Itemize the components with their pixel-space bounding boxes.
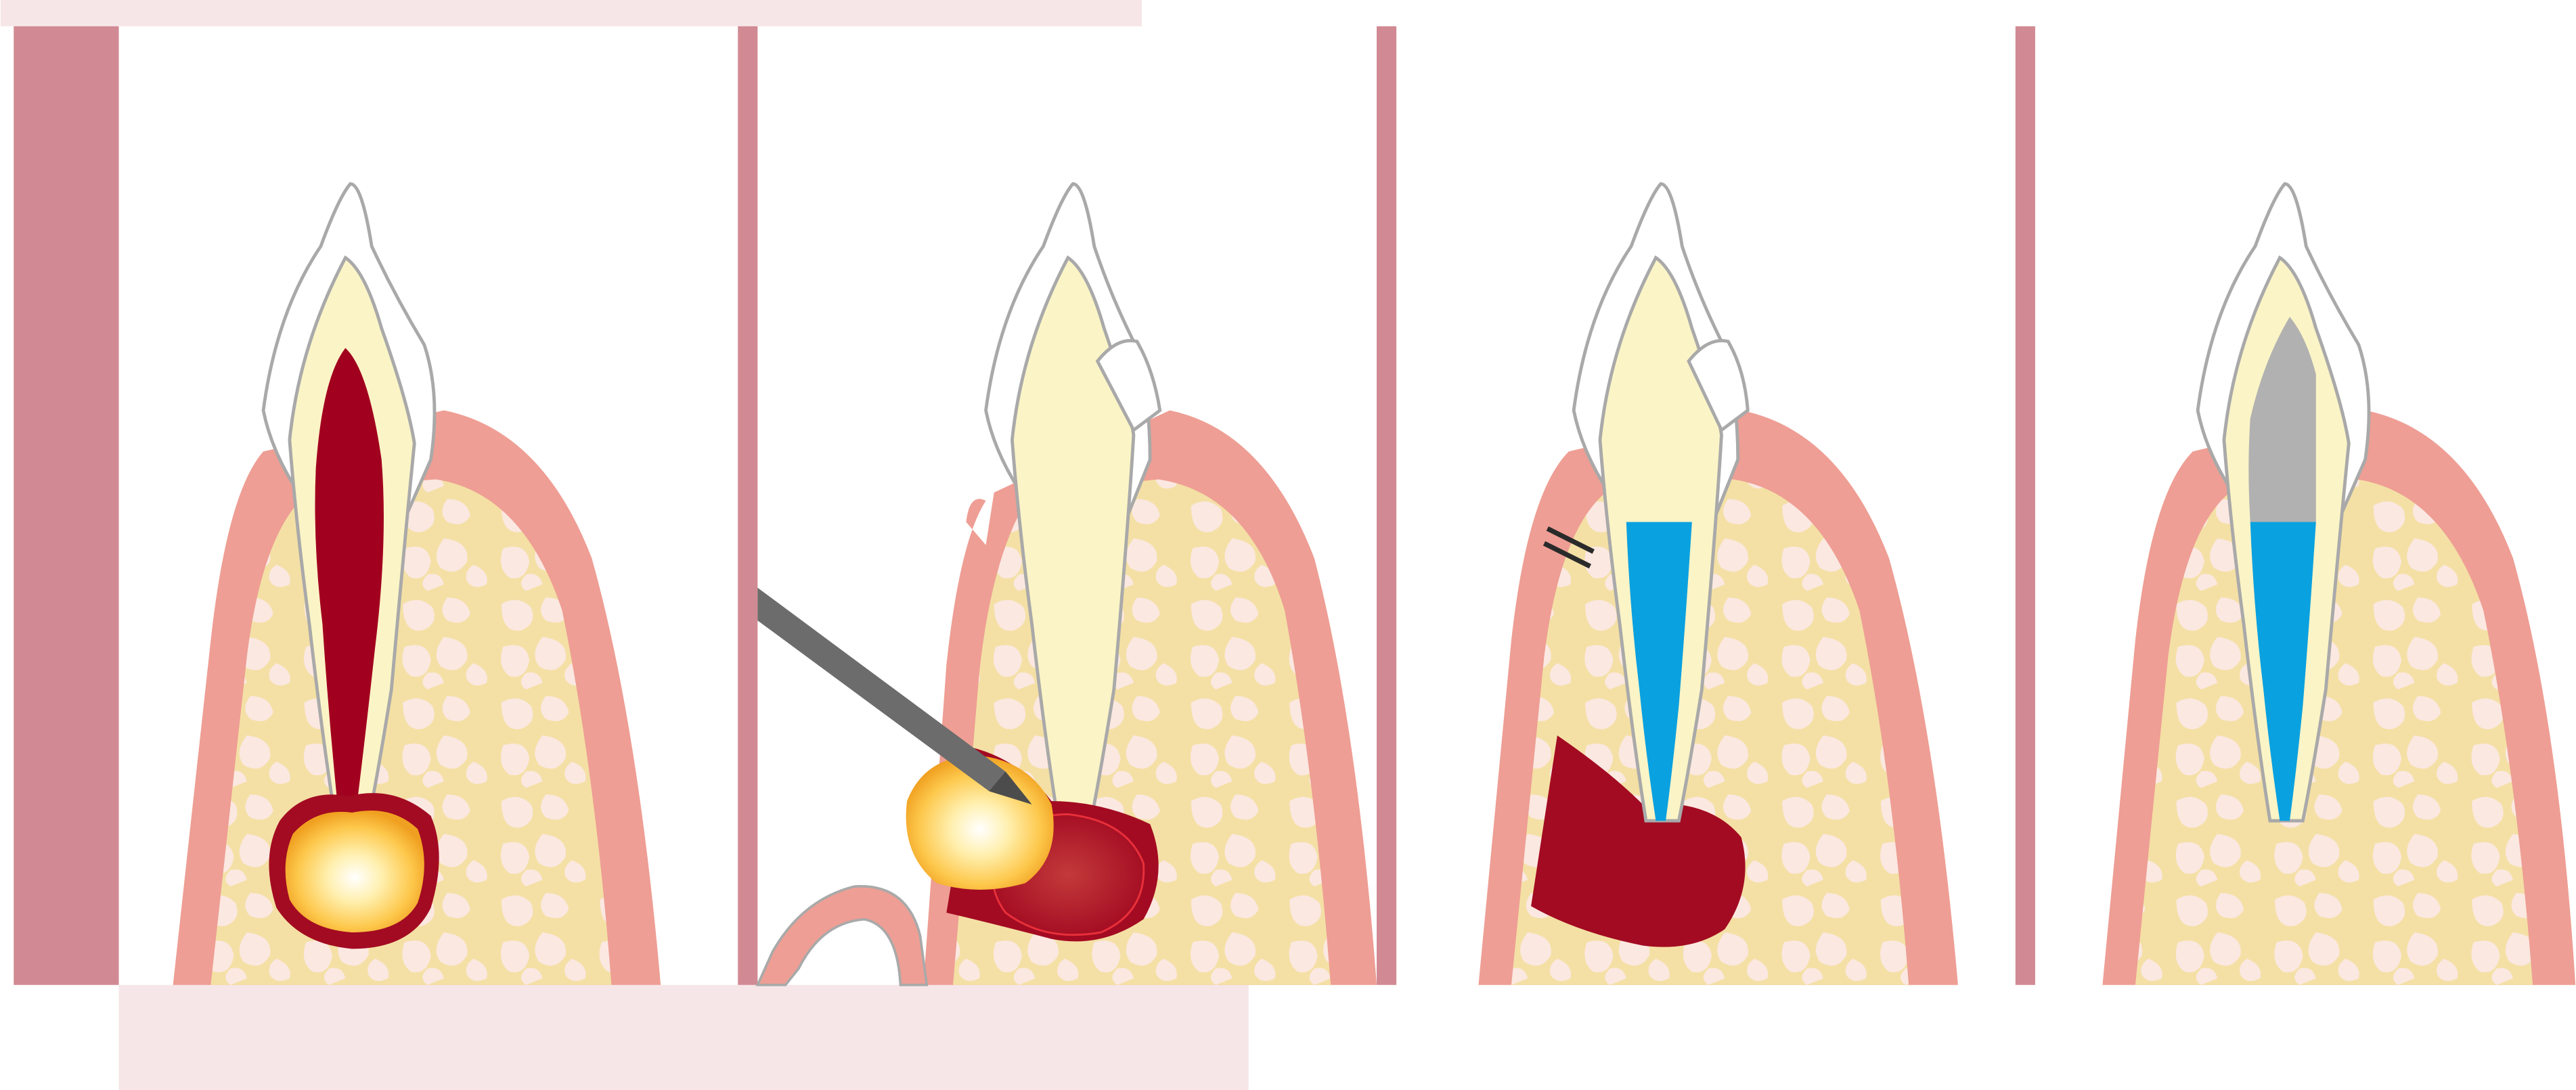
panel-4-restored-tooth	[2102, 184, 2575, 985]
panel-divider-2	[1377, 26, 1396, 985]
panel-2-lip-flap	[757, 886, 927, 985]
panel-1-infected-tooth	[173, 184, 661, 985]
panel-divider-3	[2016, 26, 2035, 985]
bottom-band	[119, 985, 1249, 1090]
panel-divider-1	[738, 26, 757, 985]
panel-3-root-filling	[1478, 184, 1957, 985]
top-band	[1, 0, 1142, 26]
left-edge-bar	[14, 26, 118, 985]
panel-2-drainage-incision	[757, 184, 1377, 985]
panel-1-periapical-abscess	[269, 793, 439, 949]
